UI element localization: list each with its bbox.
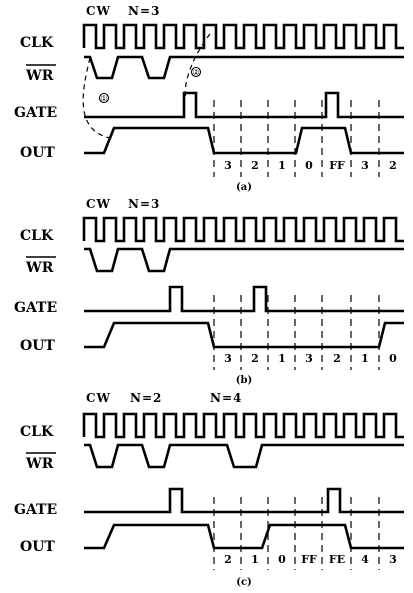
panel-a-count: 3 [361, 159, 369, 172]
panel-c-count: 1 [251, 553, 259, 566]
panel-a-annotation-marker-1 [98, 92, 110, 104]
panel-c-out-waveform [84, 523, 404, 550]
panel-a-n-label: N=3 [128, 4, 160, 18]
panel-c-out-label: OUT [20, 539, 55, 555]
panel-c-count: FF [301, 553, 317, 566]
panel-c-count: 3 [389, 553, 397, 566]
panel-c-caption: (c) [236, 577, 252, 588]
panel-a-annotation-curve-2 [184, 33, 211, 101]
panel-b-caption: (b) [236, 375, 252, 386]
panel-c-gate-waveform [84, 487, 404, 514]
panel-b-count: 1 [361, 352, 369, 365]
panel-c-count: 0 [278, 553, 286, 566]
panel-a-count: 3 [224, 159, 232, 172]
panel-a-caption: (a) [236, 182, 252, 193]
panel-b-count: 1 [278, 352, 286, 365]
panel-a-cw-label: CW [86, 4, 111, 18]
panel-c-wr-waveform [84, 443, 404, 469]
panel-a-clk-label: CLK [20, 35, 54, 51]
panel-b-count: 3 [224, 352, 232, 365]
panel-a-count: 1 [278, 159, 286, 172]
panel-a-wr-label: WR [25, 68, 54, 84]
panel-b-wr-label: WR [25, 260, 54, 276]
panel-a-clk-waveform [82, 23, 404, 50]
panel-a-count: FF [329, 159, 345, 172]
panel-c-wr-label: WR [25, 456, 54, 472]
panel-b-count: 3 [305, 352, 313, 365]
panel-b-clk-waveform [82, 216, 404, 243]
panel-b-count: 2 [251, 352, 259, 365]
panel-b-gate-waveform [84, 285, 404, 313]
panel-b-wr-waveform [84, 247, 404, 273]
panel-a-annotation-curve-1 [82, 57, 111, 139]
panel-a-wr-waveform [84, 55, 404, 80]
panel-a-annotation-marker-2 [190, 66, 202, 78]
panel-b-out-label: OUT [20, 338, 55, 354]
panel-a-gate-label: GATE [14, 105, 57, 121]
panel-a-count: 2 [251, 159, 259, 172]
panel-c-cw-label: CW [86, 391, 111, 405]
panel-b-clk-label: CLK [20, 228, 54, 244]
panel-a-out-label: OUT [20, 145, 55, 161]
panel-b-gate-label: GATE [14, 300, 57, 316]
panel-a-gate-waveform [84, 91, 404, 119]
panel-a-annotation-1: ① [100, 94, 107, 103]
panel-a-count: 0 [305, 159, 313, 172]
panel-c-gate-label: GATE [14, 502, 57, 518]
panel-b-count: 2 [333, 352, 341, 365]
panel-c-count: FE [329, 553, 345, 566]
panel-b-count: 0 [389, 352, 397, 365]
panel-c-clk-label: CLK [20, 424, 54, 440]
panel-c-count: 4 [361, 553, 369, 566]
panel-b: CW N=3 CLK WR GATE OUT 3 2 1 3 2 1 0 (b) [14, 197, 404, 386]
panel-b-cw-label: CW [86, 197, 111, 211]
panel-c-n1-label: N=2 [130, 391, 162, 405]
panel-c-n2-label: N=4 [210, 391, 242, 405]
panel-c-clk-waveform [82, 412, 404, 439]
panel-a-count: 2 [389, 159, 397, 172]
panel-b-out-waveform [84, 321, 404, 349]
panel-c: CW N=2 N=4 CLK WR GATE OUT 2 1 0 FF FE 4… [14, 391, 404, 588]
panel-a-out-waveform [84, 126, 404, 155]
panel-a: CW N=3 CLK WR GATE OUT 3 2 1 0 FF 3 2 ① … [14, 4, 404, 193]
panel-a-annotation-2: ② [192, 68, 199, 77]
panel-c-count: 2 [224, 553, 232, 566]
panel-b-n-label: N=3 [128, 197, 160, 211]
